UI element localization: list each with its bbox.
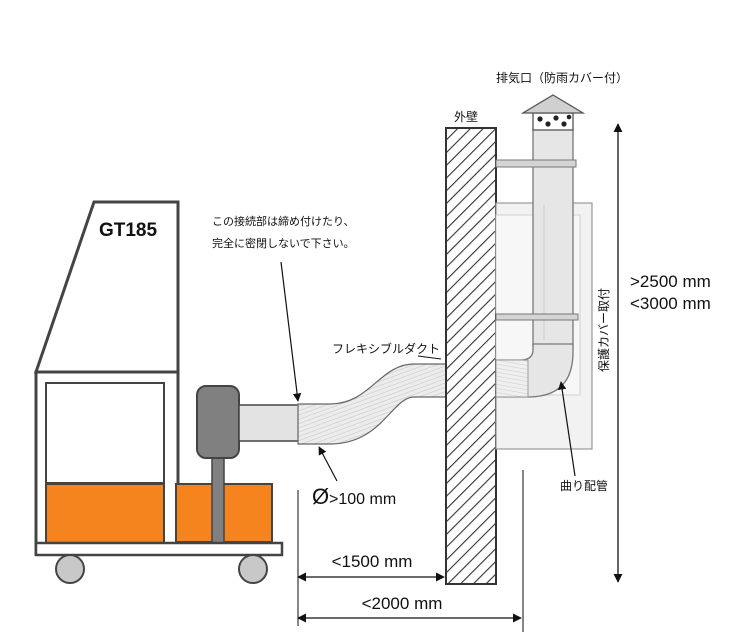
height-min-label: >2500 mm — [630, 272, 711, 291]
vent-hole — [561, 121, 567, 127]
protective-cover-label: 保護カバー取付 — [596, 288, 611, 372]
outside-piping: 排気口（防雨カバー付） 保護カバー取付 — [495, 70, 628, 450]
outer-wall-label: 外壁 — [454, 109, 478, 124]
annotations: この接続部は締め付けたり、 完全に密閉しないで下さい。 フレキシブルダクト Ø … — [212, 214, 608, 509]
vent-cap-body — [532, 112, 574, 131]
wall-pipe-corrugated — [495, 359, 529, 398]
note-line-1: この接続部は締め付けたり、 — [212, 214, 355, 228]
wheel-right — [238, 554, 268, 584]
flex-duct-leader — [417, 355, 442, 360]
wheel-left — [55, 554, 85, 584]
height-max-label: <3000 mm — [630, 294, 711, 313]
vent-hole — [545, 121, 551, 127]
bent-pipe-leader — [557, 381, 576, 477]
flex-duct-label: フレキシブルダクト — [332, 341, 440, 356]
vent-hole — [566, 114, 572, 120]
exhaust-outlet-label: 排気口（防雨カバー付） — [496, 70, 628, 85]
motor-post — [211, 457, 225, 545]
outer-wall: 外壁 — [445, 109, 497, 585]
rain-cap — [520, 94, 586, 114]
vent-hole — [537, 116, 543, 122]
machine-base — [34, 541, 284, 557]
bracket-top — [495, 159, 577, 168]
note-leader — [280, 261, 302, 402]
diameter-symbol: Ø — [312, 484, 329, 509]
vent-hole — [553, 115, 559, 121]
note-line-2: 完全に密閉しないで下さい。 — [212, 236, 355, 250]
outlet-pipe — [238, 404, 300, 442]
diameter-value: >100 mm — [329, 491, 396, 508]
tank-left — [45, 483, 165, 545]
machine-gt185: GT185 — [33, 200, 300, 584]
motor-body — [196, 385, 240, 459]
dist-total-label: <2000 mm — [362, 594, 443, 613]
flexible-duct — [297, 363, 447, 445]
diameter-leader — [318, 446, 338, 482]
bracket-middle — [495, 313, 579, 321]
dist-to-wall-label: <1500 mm — [332, 552, 413, 571]
bent-pipe-label: 曲り配管 — [560, 478, 608, 493]
dimensions: >2500 mm <3000 mm <1500 mm <2000 mm — [297, 123, 711, 632]
duct-body — [297, 363, 447, 445]
wall-section — [445, 127, 497, 585]
model-label: GT185 — [99, 220, 158, 241]
frame-window — [45, 382, 165, 484]
